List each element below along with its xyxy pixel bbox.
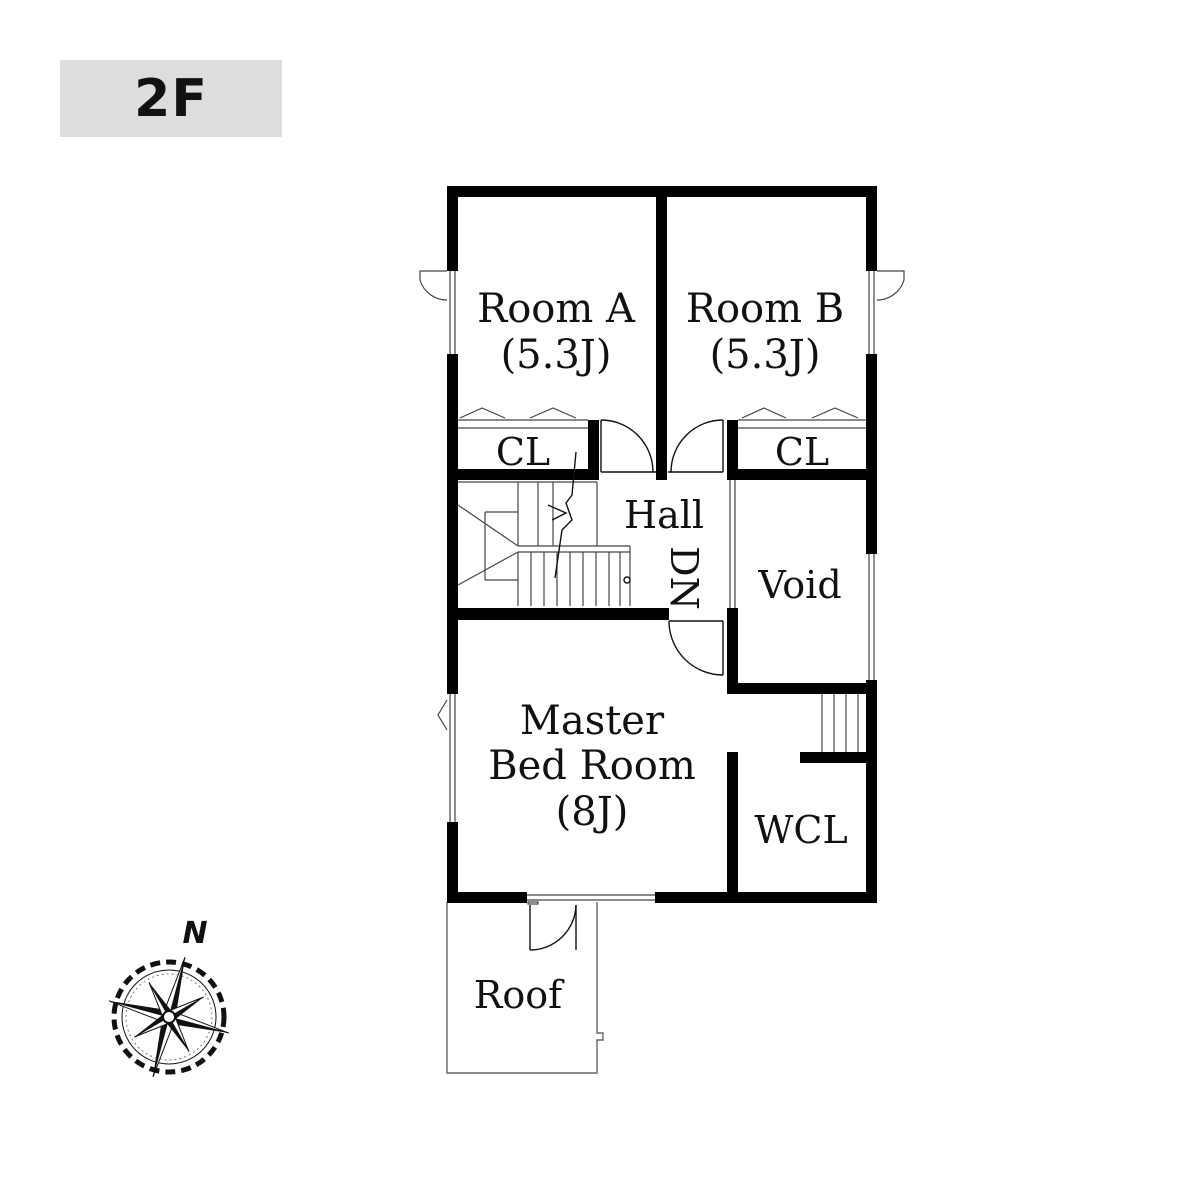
compass-rose-icon <box>108 956 230 1078</box>
room-b-name: Room B <box>686 286 844 332</box>
roof-outline <box>446 901 604 1074</box>
hall-void-divider <box>729 480 736 608</box>
room-a-door[interactable] <box>600 419 656 473</box>
hall-name: Hall <box>624 493 704 537</box>
interior-walls <box>447 186 877 902</box>
room-a-size: (5.3J) <box>501 332 612 378</box>
master-line1: Master <box>520 698 665 744</box>
room-b-size: (5.3J) <box>710 332 821 378</box>
staircase <box>457 451 631 606</box>
closet-a-name: CL <box>496 430 550 474</box>
compass-north-label: N <box>182 916 207 951</box>
wcl-shelf <box>821 694 859 752</box>
room-a-name: Room A <box>477 286 636 332</box>
stairs-direction: DN <box>662 546 706 610</box>
windows <box>419 270 905 901</box>
roof-name: Roof <box>474 973 565 1017</box>
void-name: Void <box>757 563 841 607</box>
master-line2: Bed Room <box>488 743 696 789</box>
closet-b-name: CL <box>775 430 829 474</box>
floor-label: 2F <box>60 60 282 137</box>
room-b-door[interactable] <box>668 419 724 473</box>
roof-door[interactable] <box>529 904 577 951</box>
wcl-name: WCL <box>754 808 847 852</box>
closet-b-doors[interactable] <box>738 407 866 429</box>
closet-a-doors[interactable] <box>458 407 588 429</box>
master-size: (8J) <box>556 789 629 835</box>
master-door[interactable] <box>668 620 724 676</box>
